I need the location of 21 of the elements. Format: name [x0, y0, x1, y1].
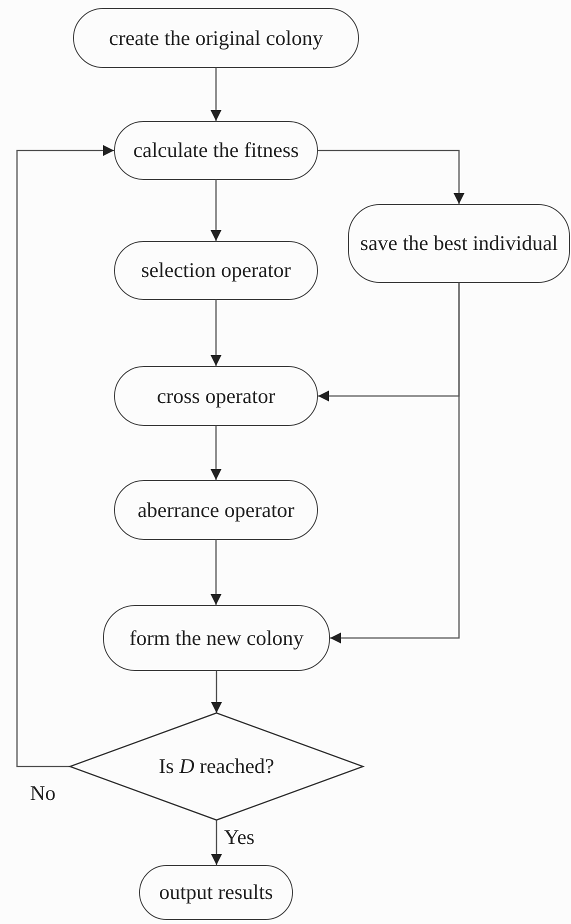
- node-text: create the original colony: [109, 26, 323, 50]
- arrow: [210, 180, 222, 241]
- decision-diamond: [70, 713, 363, 820]
- arrow: [211, 820, 222, 865]
- arrow: [210, 68, 222, 121]
- process-box: [348, 204, 570, 283]
- node-text: output results: [159, 880, 273, 905]
- node-text: Is D reached?: [158, 754, 274, 779]
- arrow: [210, 300, 222, 366]
- node-text: aberrance operator: [138, 498, 294, 522]
- arrow: [210, 540, 222, 605]
- node-text: form the new colony: [129, 626, 304, 650]
- arrow: [318, 150, 464, 204]
- node-text: calculate the fitness: [133, 138, 299, 163]
- arrow: [211, 671, 222, 713]
- arrow: [210, 426, 222, 480]
- arrow: [16, 145, 114, 768]
- node-text: selection operator: [141, 258, 291, 283]
- arrow: [330, 283, 460, 644]
- node-text: cross operator: [156, 384, 276, 408]
- node-text: save the best individual: [360, 231, 558, 256]
